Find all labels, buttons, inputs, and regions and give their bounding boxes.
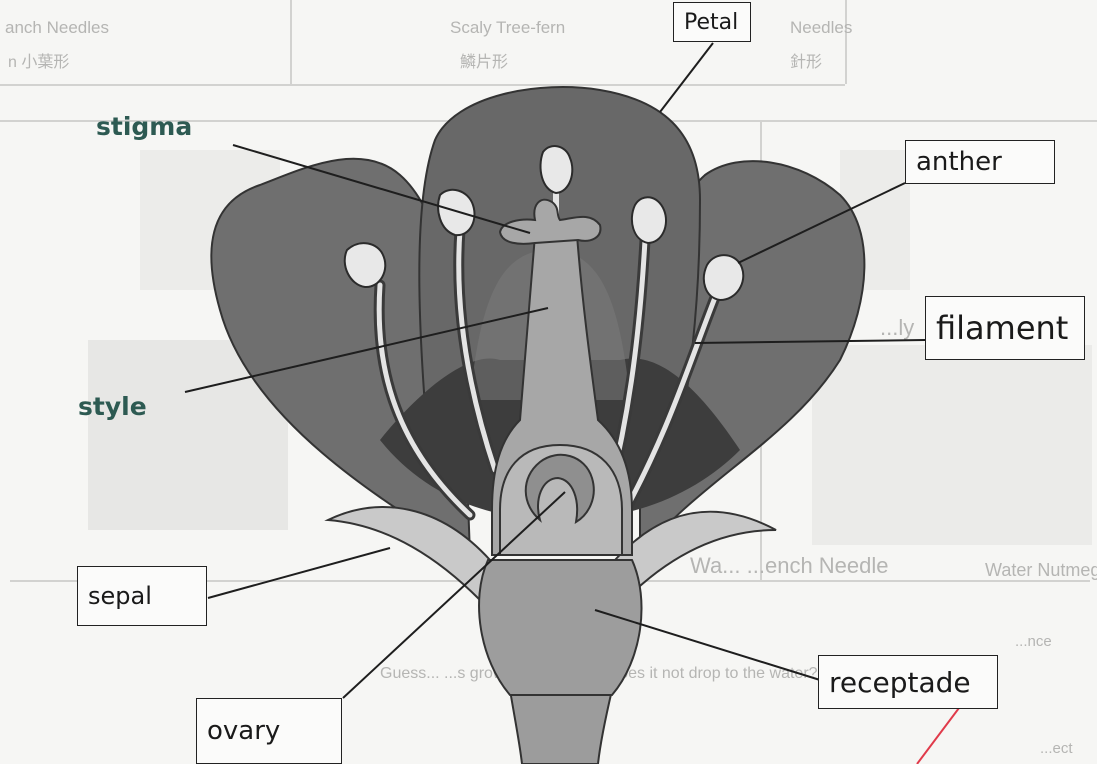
leader-line-petal xyxy=(660,43,713,112)
anther-center xyxy=(541,146,573,193)
leader-line-sepal xyxy=(208,548,390,598)
label-ovary: ovary xyxy=(196,698,342,764)
label-filament: filament xyxy=(925,296,1085,360)
label-style: style xyxy=(78,392,147,421)
stem xyxy=(510,690,612,764)
label-receptacle: receptade xyxy=(818,655,998,709)
label-petal: Petal xyxy=(673,2,751,42)
anther-right xyxy=(632,197,666,243)
label-stigma: stigma xyxy=(96,112,192,141)
anther-far-right xyxy=(704,255,743,300)
label-sepal: sepal xyxy=(77,566,207,626)
receptacle xyxy=(479,560,641,695)
label-anther: anther xyxy=(905,140,1055,184)
